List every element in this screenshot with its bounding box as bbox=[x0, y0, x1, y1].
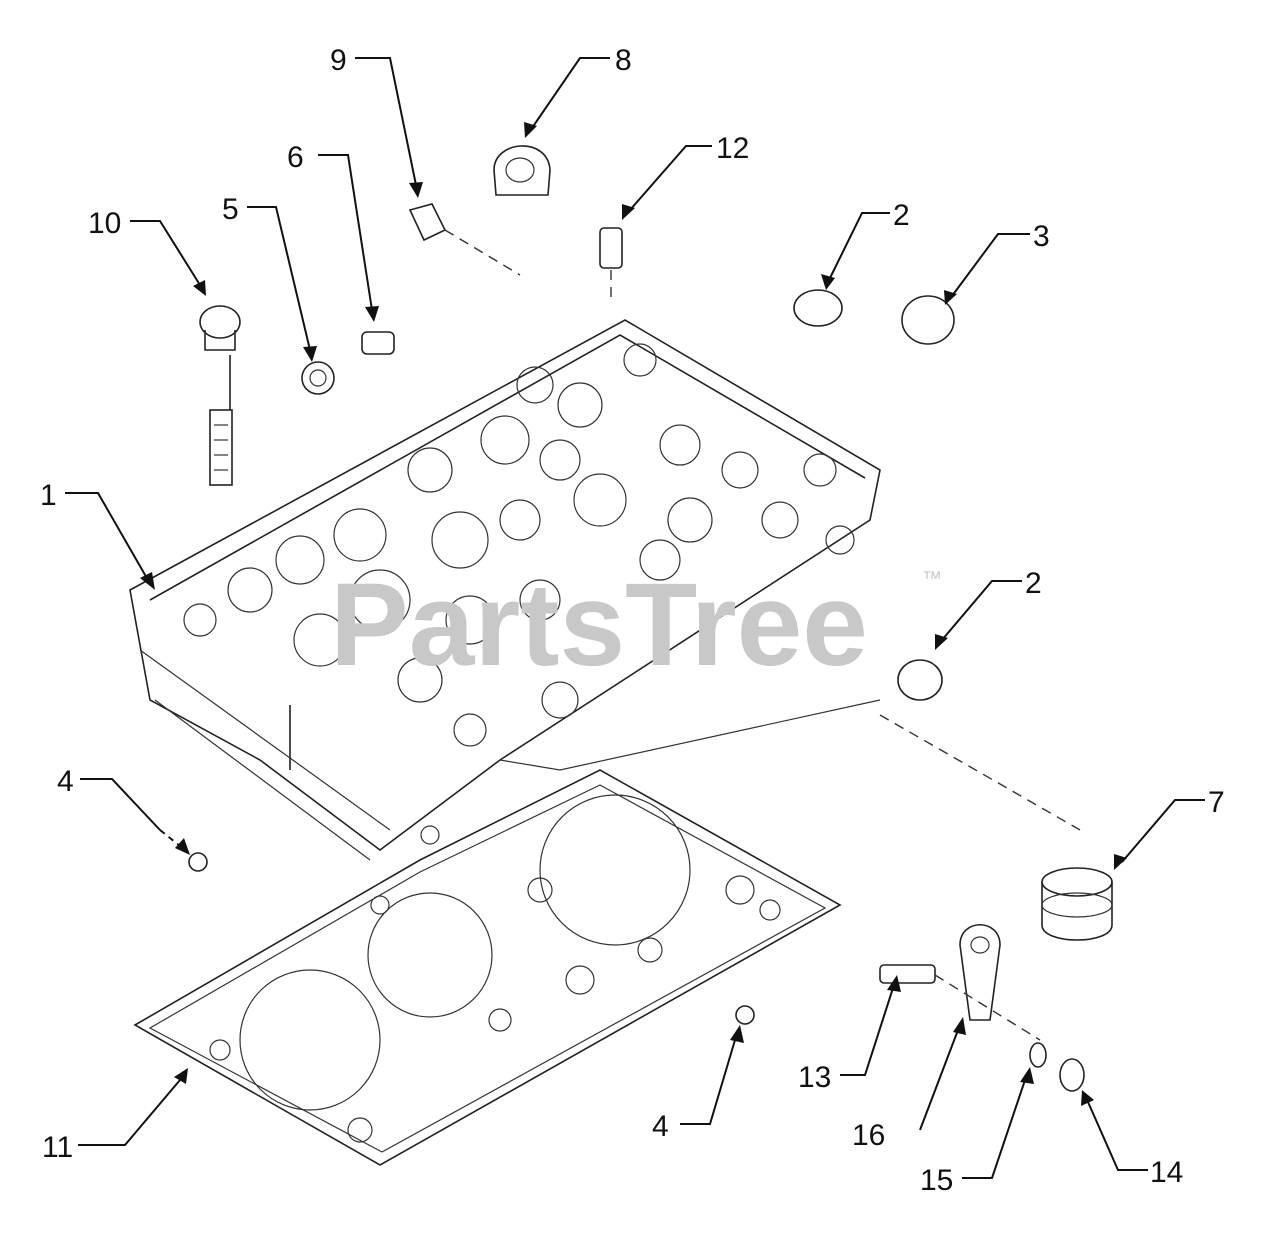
callout-leaders bbox=[65, 57, 1205, 1179]
callout-6: 6 bbox=[287, 141, 304, 174]
callout-4-right: 4 bbox=[652, 1110, 669, 1143]
callout-2-side: 2 bbox=[1025, 567, 1042, 600]
callout-13: 13 bbox=[798, 1061, 831, 1094]
spark-plug-left bbox=[408, 203, 521, 276]
callout-11: 11 bbox=[42, 1131, 73, 1164]
washer bbox=[1029, 1042, 1047, 1068]
dowel-left bbox=[188, 852, 208, 872]
stud bbox=[879, 964, 1041, 1041]
thermostat-cover bbox=[1041, 867, 1113, 941]
valve-nut bbox=[301, 361, 335, 395]
lift-bracket bbox=[959, 923, 1001, 1021]
watermark-brand: PartsTree bbox=[330, 559, 868, 691]
callout-14: 14 bbox=[1150, 1156, 1183, 1189]
head-bolt bbox=[199, 305, 241, 486]
dowel-right bbox=[735, 1005, 755, 1025]
callout-4-left: 4 bbox=[57, 765, 74, 798]
valve-stem-seal bbox=[361, 331, 395, 355]
callout-12: 12 bbox=[716, 132, 749, 165]
watermark-trademark: ™ bbox=[922, 568, 942, 590]
callout-labels: 1 2 2 3 4 4 5 6 7 8 9 10 11 12 13 14 15 … bbox=[40, 44, 1225, 1197]
cylinder-head bbox=[129, 319, 881, 861]
callout-3: 3 bbox=[1033, 220, 1050, 253]
callout-5: 5 bbox=[222, 193, 239, 226]
lifting-eye bbox=[493, 145, 551, 196]
callout-9: 9 bbox=[330, 44, 347, 77]
head-gasket bbox=[133, 769, 842, 1166]
callout-2-top: 2 bbox=[893, 199, 910, 232]
callout-1: 1 bbox=[40, 479, 57, 512]
callout-16: 16 bbox=[852, 1119, 885, 1152]
callout-15: 15 bbox=[920, 1164, 953, 1197]
callout-10: 10 bbox=[88, 207, 121, 240]
cup-plug-top bbox=[793, 289, 843, 327]
cap-plug bbox=[901, 295, 955, 345]
callout-7: 7 bbox=[1208, 786, 1225, 819]
temp-sensor bbox=[599, 227, 623, 300]
cup-plug-side bbox=[897, 659, 943, 701]
nut bbox=[1059, 1058, 1085, 1092]
callout-8: 8 bbox=[615, 44, 632, 77]
